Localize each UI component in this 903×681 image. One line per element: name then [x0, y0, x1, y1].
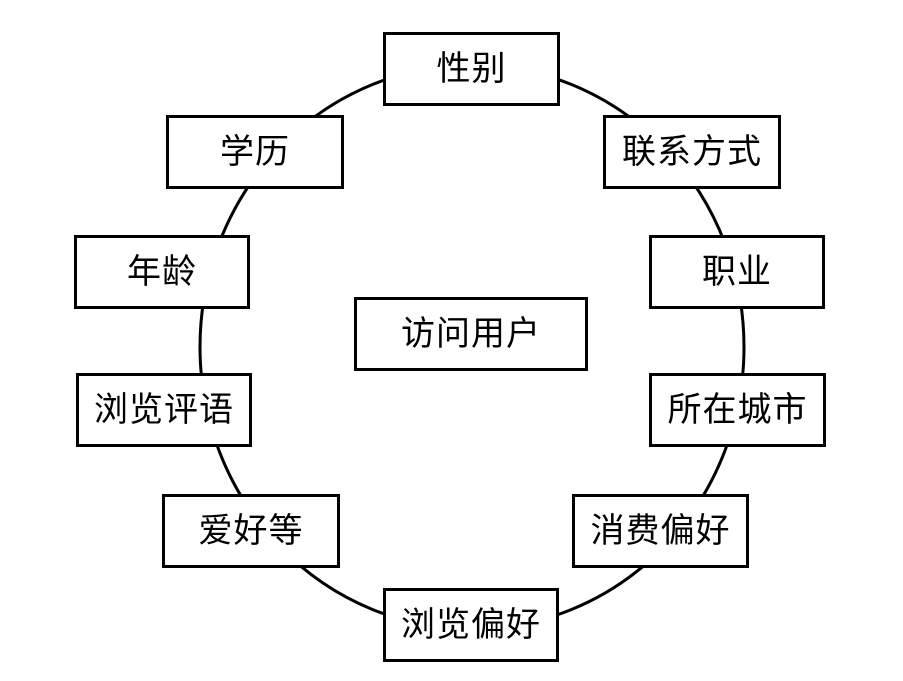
node-city: 所在城市	[649, 373, 826, 447]
node-browsing-preference: 浏览偏好	[383, 588, 559, 662]
node-age: 年龄	[74, 235, 250, 309]
node-consumption-preference: 消费偏好	[572, 494, 749, 568]
node-center-visitor: 访问用户	[354, 297, 588, 371]
node-contact: 联系方式	[603, 115, 781, 189]
node-occupation: 职业	[649, 235, 825, 309]
node-gender: 性别	[383, 32, 560, 106]
node-hobbies: 爱好等	[162, 494, 340, 568]
node-browsing-comments: 浏览评语	[76, 373, 252, 447]
node-education: 学历	[166, 115, 344, 189]
